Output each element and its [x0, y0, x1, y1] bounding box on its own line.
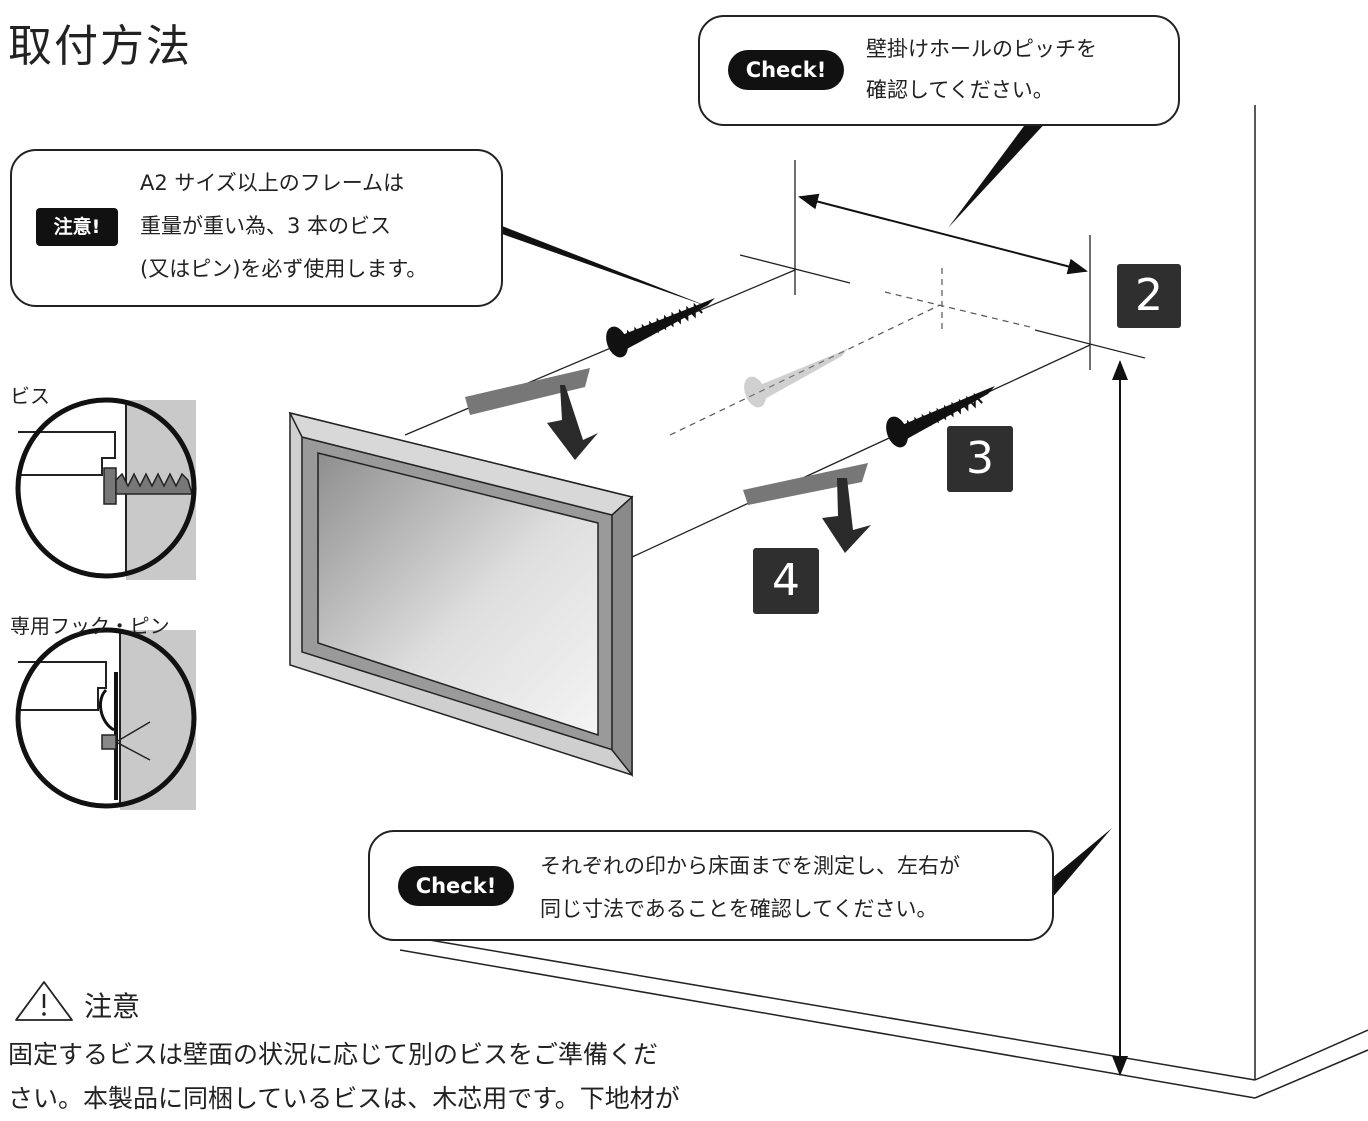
pitch-dimension-arrow — [798, 193, 1088, 275]
bubble-tail-a2 — [502, 226, 712, 308]
bubble-pitch-check — [698, 15, 1180, 126]
caution-body: 固定するビスは壁面の状況に応じて別のビスをご準備くだ さい。本製品に同梱している… — [8, 1033, 808, 1121]
warning-badge: 注意! — [36, 208, 118, 246]
bubble-a2-line2: 重量が重い為、3 本のビス — [140, 214, 392, 238]
hanging-tab-lower — [743, 463, 871, 553]
detail-label-screw: ビス — [10, 384, 50, 408]
bubble-tail-pitch — [948, 118, 1050, 228]
center-guide — [669, 268, 1031, 436]
step-number-4: 4 — [753, 548, 819, 614]
bubble-measure-line2: 同じ寸法であることを確認してください。 — [540, 897, 938, 921]
detail-circle-hook-pin — [15, 627, 197, 810]
screw-upper — [606, 298, 715, 358]
picture-frame — [288, 411, 634, 778]
bubble-tail-measure — [1052, 828, 1112, 898]
warning-triangle-icon — [15, 981, 73, 1021]
detail-circle-screw — [15, 397, 197, 580]
bubble-a2-line3: (又はピン)を必ず使用します。 — [140, 257, 428, 281]
detail-label-hook-pin: 専用フック・ピン — [10, 614, 170, 638]
bubble-a2-line1: A2 サイズ以上のフレームは — [140, 171, 405, 195]
bubble-pitch-line2: 確認してください。 — [866, 78, 1054, 102]
bubble-a2-warning — [10, 149, 503, 307]
caution-title: 注意 — [84, 990, 141, 1023]
check-badge-measure: Check! — [398, 866, 514, 906]
caution-line2: さい。本製品に同梱しているビスは、木芯用です。下地材が — [8, 1084, 680, 1113]
screw-center-ghost — [744, 348, 848, 408]
caution-line1: 固定するビスは壁面の状況に応じて別のビスをご準備くだ — [8, 1040, 659, 1069]
hanging-tab-upper — [465, 368, 598, 460]
bubble-pitch-line1: 壁掛けホールのピッチを — [866, 37, 1097, 61]
bubble-measure-line1: それぞれの印から床面までを測定し、左右が — [540, 854, 960, 878]
page-title: 取付方法 — [8, 21, 192, 72]
check-badge-pitch: Check! — [728, 50, 844, 90]
step-number-2: 2 — [1117, 264, 1181, 328]
screw-lower — [886, 386, 995, 448]
step-number-3: 3 — [947, 426, 1013, 492]
